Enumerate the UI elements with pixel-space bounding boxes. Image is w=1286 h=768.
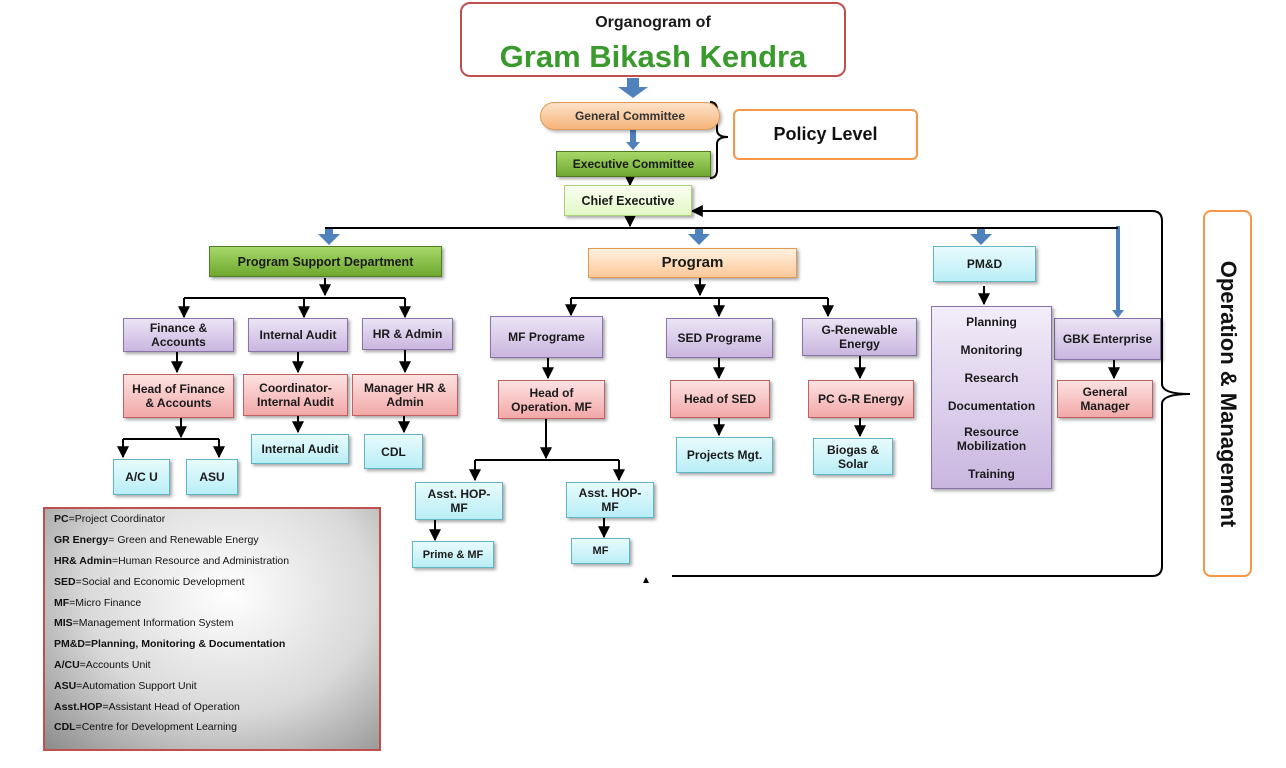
pmd-item: Resource Mobilization xyxy=(956,425,1027,453)
pmd-node: PM&D xyxy=(933,246,1036,282)
legend-item: MIS=Management Information System xyxy=(54,617,234,629)
sed-programe-node: SED Programe xyxy=(666,318,773,358)
asst-hop-mf-node-1: Asst. HOP- MF xyxy=(415,482,503,520)
executive-committee-node: Executive Committee xyxy=(556,151,711,177)
general-committee-node: General Committee xyxy=(540,102,720,130)
program-node: Program xyxy=(588,248,797,278)
asu-node: ASU xyxy=(186,459,238,495)
head-of-finance-node: Head of Finance & Accounts xyxy=(123,374,234,418)
pmd-item: Documentation xyxy=(947,399,1036,413)
gbk-enterprise-node: GBK Enterprise xyxy=(1054,318,1161,360)
legend-item: HR& Admin=Human Resource and Administrat… xyxy=(54,555,290,567)
legend-item: CDL=Centre for Development Learning xyxy=(54,721,237,733)
pc-gr-energy-node: PC G-R Energy xyxy=(808,380,914,418)
program-support-department-node: Program Support Department xyxy=(209,246,442,277)
pmd-item: Planning xyxy=(966,315,1017,329)
head-of-sed-node: Head of SED xyxy=(670,380,770,418)
legend-item: SED=Social and Economic Development xyxy=(54,576,245,588)
abbreviation-legend: PC=Project Coordinator GR Energy= Green … xyxy=(43,507,381,751)
biogas-solar-node: Biogas & Solar xyxy=(813,438,893,475)
legend-item: PM&D=Planning, Monitoring & Documentatio… xyxy=(54,638,286,650)
projects-mgt-node: Projects Mgt. xyxy=(676,437,773,473)
hr-admin-node: HR & Admin xyxy=(362,318,453,350)
head-of-operation-mf-node: Head of Operation. MF xyxy=(498,380,605,419)
block-arrows xyxy=(318,78,1124,318)
internal-audit-unit-node: Internal Audit xyxy=(251,434,349,464)
internal-audit-node: Internal Audit xyxy=(248,318,348,352)
asst-hop-mf-node-2: Asst. HOP- MF xyxy=(566,482,654,518)
pmd-functions-list: Planning Monitoring Research Documentati… xyxy=(931,306,1052,489)
organization-name: Gram Bikash Kendra xyxy=(499,39,807,74)
operation-management-label: Operation & Management xyxy=(1215,260,1241,527)
legend-item: Asst.HOP=Assistant Head of Operation xyxy=(54,701,240,713)
manager-hr-admin-node: Manager HR & Admin xyxy=(352,374,458,416)
policy-level-label: Policy Level xyxy=(733,109,918,160)
legend-item: A/CU=Accounts Unit xyxy=(54,659,151,671)
g-renewable-energy-node: G-Renewable Energy xyxy=(802,318,917,356)
pmd-item: Training xyxy=(968,467,1015,481)
coordinator-internal-audit-node: Coordinator- Internal Audit xyxy=(243,374,348,416)
mf-programe-node: MF Programe xyxy=(490,316,603,358)
legend-item: ASU=Automation Support Unit xyxy=(54,680,197,692)
finance-accounts-node: Finance & Accounts xyxy=(123,318,234,352)
acu-node: A/C U xyxy=(113,459,170,495)
pmd-item: Research xyxy=(964,371,1019,385)
prime-mf-node: Prime & MF xyxy=(412,541,494,568)
chief-executive-node: Chief Executive xyxy=(564,185,692,216)
mf-unit-node: MF xyxy=(571,538,630,564)
cdl-node: CDL xyxy=(364,434,423,469)
title-box: Organogram of Gram Bikash Kendra xyxy=(460,2,846,77)
title-prefix: Organogram of xyxy=(595,14,711,31)
legend-item: GR Energy= Green and Renewable Energy xyxy=(54,534,259,546)
operation-management-label-box: Operation & Management xyxy=(1203,210,1252,577)
general-manager-node: General Manager xyxy=(1057,380,1153,418)
legend-item: MF=Micro Finance xyxy=(54,597,142,609)
pmd-item: Monitoring xyxy=(960,343,1023,357)
legend-item: PC=Project Coordinator xyxy=(54,513,166,525)
